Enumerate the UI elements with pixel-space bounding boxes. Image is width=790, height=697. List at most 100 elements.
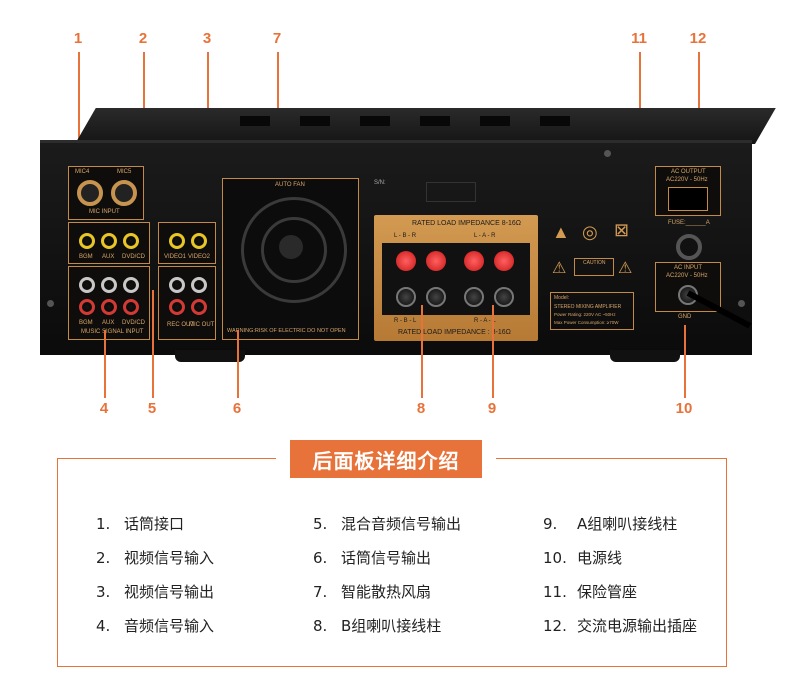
legend-item-8: 8.B组喇叭接线柱	[313, 617, 442, 635]
legend-heading-wrap: 后面板详细介绍	[276, 436, 496, 482]
weee-icon: ⊠	[614, 220, 630, 240]
video-in-dvd-jack[interactable]	[123, 233, 139, 249]
legend-item-9: 9.A组喇叭接线柱	[543, 515, 678, 533]
legend-item-5: 5.混合音频信号输出	[313, 515, 462, 533]
caution-label: CAUTION	[583, 260, 606, 266]
impedance-top-label: RATED LOAD IMPEDANCE 8-16Ω	[412, 220, 521, 227]
chassis-top	[75, 108, 776, 144]
fan-warning: WARNING:RISK OF ELECTRIC DO NOT OPEN	[227, 328, 346, 334]
video-out-1-jack[interactable]	[169, 233, 185, 249]
power-rating: Power Rating: 220V AC ~50Hz	[554, 312, 616, 317]
legend-item-10: 10.电源线	[543, 549, 623, 567]
video-out-2-jack[interactable]	[191, 233, 207, 249]
audio-in-bgm-l-jack[interactable]	[79, 277, 95, 293]
speaker-b-right-red[interactable]	[426, 251, 446, 271]
leader-5	[152, 290, 154, 398]
audio-output-panel: REC OUT MIC OUT	[158, 266, 216, 340]
callout-5: 5	[147, 400, 157, 417]
mic-out-label: MIC OUT	[189, 322, 215, 328]
legend-item-3: 3.视频信号输出	[96, 583, 215, 601]
ac-output-socket[interactable]	[668, 187, 708, 211]
audio-in-aux-label: AUX	[102, 320, 115, 326]
cooling-fan: AUTO FAN WARNING:RISK OF ELECTRIC DO NOT…	[222, 178, 359, 340]
ac-output-panel: AC OUTPUT AC220V - 50Hz	[655, 166, 721, 216]
audio-in-bgm-label: BGM	[79, 320, 93, 326]
video-in-aux-jack[interactable]	[101, 233, 117, 249]
speaker-b-left-black[interactable]	[396, 287, 416, 307]
mic-out-l-jack[interactable]	[191, 277, 207, 293]
legend-item-6: 6.话筒信号输出	[313, 549, 432, 567]
callout-6: 6	[232, 400, 242, 417]
speaker-b-right-black[interactable]	[426, 287, 446, 307]
audio-in-bgm-r-jack[interactable]	[79, 299, 95, 315]
callout-11: 11	[631, 30, 647, 47]
speaker-a-right-red[interactable]	[494, 251, 514, 271]
video-out-1-label: VIDEO1	[164, 254, 187, 260]
mic5-label: MIC5	[117, 169, 132, 175]
warning-icon: ⚠	[618, 260, 633, 277]
legend-item-7: 7.智能散热风扇	[313, 583, 432, 601]
vent	[480, 116, 510, 126]
leader-4	[104, 330, 106, 398]
video-input-panel: BGM AUX DVD/CD	[68, 222, 150, 264]
fuse-holder[interactable]	[676, 234, 702, 260]
audio-in-dvd-label: DVD/CD	[122, 320, 146, 326]
fan-grille-inner	[261, 217, 327, 283]
video-in-bgm-jack[interactable]	[79, 233, 95, 249]
mic-input-panel: MIC4 MIC5 MIC INPUT	[68, 166, 144, 220]
model-label: Model:	[554, 295, 570, 301]
callout-10: 10	[675, 400, 693, 417]
callout-2: 2	[138, 30, 148, 47]
serial-label: S/N:	[374, 180, 386, 186]
leader-10	[684, 325, 686, 398]
leader-1	[78, 52, 80, 170]
audio-in-dvd-r-jack[interactable]	[123, 299, 139, 315]
screw	[738, 300, 745, 307]
vent	[300, 116, 330, 126]
mic5-jack[interactable]	[111, 180, 137, 206]
legend-item-12: 12.交流电源输出插座	[543, 617, 698, 635]
rec-out-label: REC OUT	[167, 322, 194, 328]
audio-in-aux-l-jack[interactable]	[101, 277, 117, 293]
max-power: Max Power Consumption: ≥70W	[554, 320, 619, 325]
callout-3: 3	[202, 30, 212, 47]
video-in-bgm-label: BGM	[79, 254, 93, 260]
legend-item-2: 2.视频信号输入	[96, 549, 215, 567]
fuse-label: FUSE:______A	[668, 220, 710, 226]
speaker-b-left-red[interactable]	[396, 251, 416, 271]
mic4-jack[interactable]	[77, 180, 103, 206]
screw	[604, 150, 611, 157]
legend-item-1: 1.话筒接口	[96, 515, 185, 533]
group-b-top-label: L - B - R	[394, 233, 417, 239]
speaker-terminal-panel: RATED LOAD IMPEDANCE 8-16Ω L - B - R L -…	[374, 215, 538, 341]
impedance-bottom-label: RATED LOAD IMPEDANCE : 8-16Ω	[398, 329, 511, 336]
legend-item-11: 11.保险管座	[543, 583, 638, 601]
mic-out-r-jack[interactable]	[191, 299, 207, 315]
audio-in-caption: MUSIC SIGNAL INPUT	[81, 329, 144, 335]
callout-4: 4	[99, 400, 109, 417]
lightning-warning-icon: ⚠	[552, 260, 567, 277]
video-output-panel: VIDEO1 VIDEO2	[158, 222, 216, 264]
legend-heading: 后面板详细介绍	[290, 440, 482, 478]
ac-output-rating: AC220V - 50Hz	[666, 177, 708, 183]
vent	[540, 116, 570, 126]
callout-8: 8	[416, 400, 426, 417]
speaker-a-left-red[interactable]	[464, 251, 484, 271]
callout-9: 9	[487, 400, 497, 417]
legend-item-4: 4.音频信号输入	[96, 617, 215, 635]
cert-icon-1: ▲	[552, 222, 570, 242]
speaker-a-left-black[interactable]	[464, 287, 484, 307]
audio-in-aux-r-jack[interactable]	[101, 299, 117, 315]
serial-box	[426, 182, 476, 202]
audio-input-panel: BGM AUX DVD/CD MUSIC SIGNAL INPUT	[68, 266, 150, 340]
speaker-a-right-black[interactable]	[494, 287, 514, 307]
audio-in-dvd-l-jack[interactable]	[123, 277, 139, 293]
fan-label: AUTO FAN	[275, 182, 305, 188]
caution-box: CAUTION	[574, 258, 614, 276]
rec-out-l-jack[interactable]	[169, 277, 185, 293]
mic4-label: MIC4	[75, 169, 90, 175]
gnd-label: GND	[678, 314, 692, 320]
rec-out-r-jack[interactable]	[169, 299, 185, 315]
mic-input-label: MIC INPUT	[89, 209, 120, 215]
model-plate: Model: STEREO MIXING AMPLIFIER Power Rat…	[550, 292, 634, 330]
